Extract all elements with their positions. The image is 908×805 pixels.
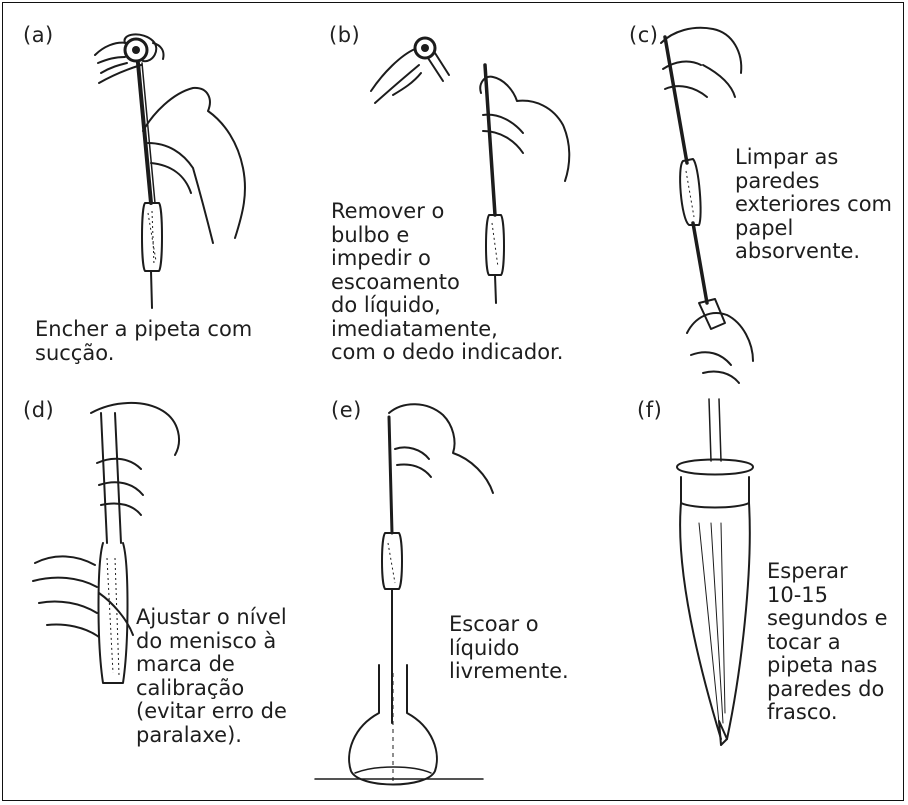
panel-a: (a) Encher a pipeta com sucção. <box>3 3 303 393</box>
flask-draining-illustration <box>303 393 603 800</box>
panel-b: (b) Remover o bulbo e impedir o escoamen… <box>303 3 603 393</box>
panel-a-caption: Encher a pipeta com sucção. <box>35 318 252 365</box>
panel-e: (e) Escoar o líquido livremente. <box>303 393 603 800</box>
panel-d: (d) Ajustar o nível do menisco à marca d… <box>3 393 303 800</box>
panel-c-caption: Limpar as paredes exteriores com papel a… <box>735 146 892 264</box>
panel-b-caption: Remover o bulbo e impedir o escoamento d… <box>331 200 563 365</box>
panel-f-caption: Esperar 10-15 segundos e tocar a pipeta … <box>767 560 888 725</box>
panel-f: (f) Esperar 10-15 segundos e tocar a pip… <box>603 393 903 800</box>
panel-e-caption: Escoar o líquido livremente. <box>449 613 569 684</box>
panel-d-caption: Ajustar o nível do menisco à marca de ca… <box>136 606 287 747</box>
panel-c: (c) Limpar as paredes exteriores com pap… <box>603 3 903 393</box>
